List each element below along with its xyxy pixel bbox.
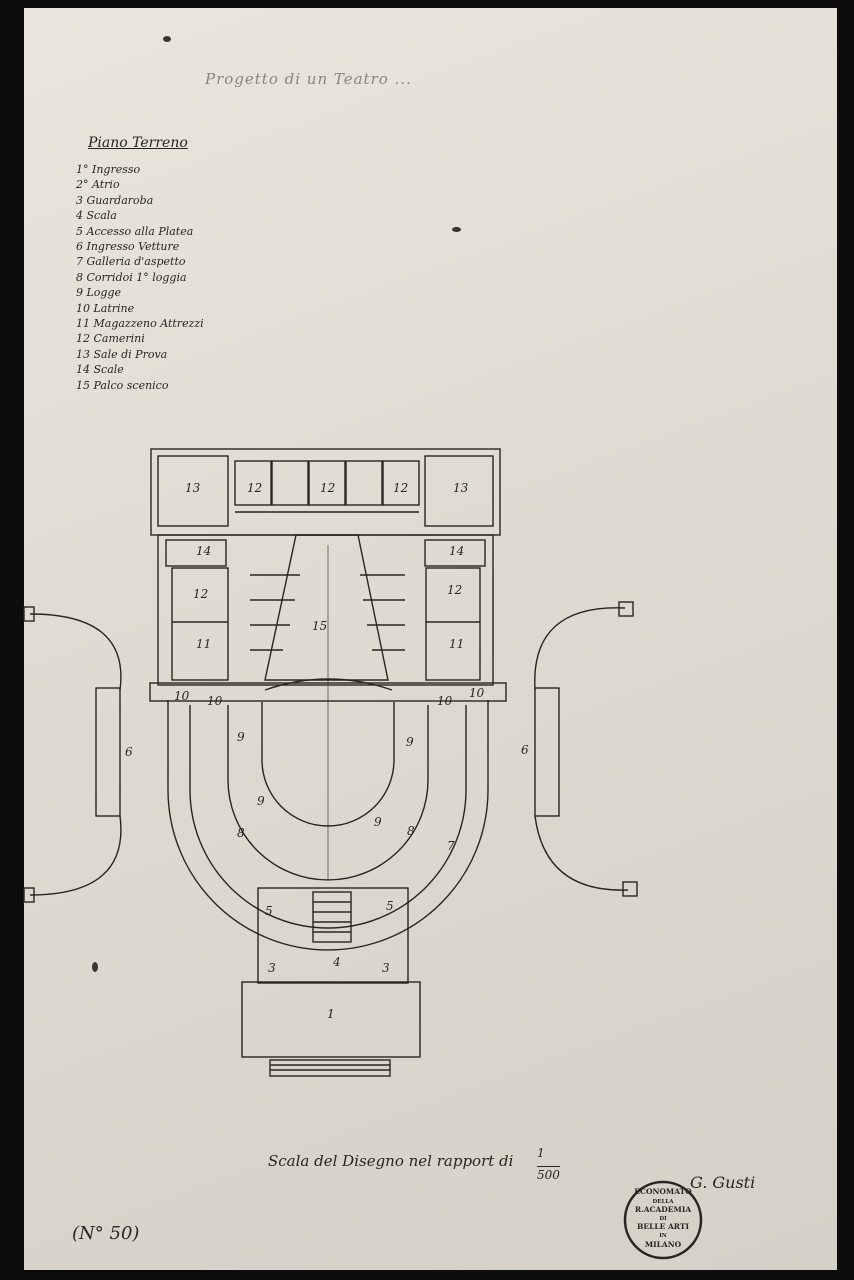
- ink-spot: [452, 227, 461, 232]
- corridor-wall: [189, 705, 467, 929]
- legend-item: 10 Latrine: [76, 301, 135, 315]
- legend-item: 8 Corridoi 1° loggia: [76, 270, 187, 284]
- room-label: 12: [447, 583, 462, 597]
- dressing-room: [234, 460, 272, 506]
- main-stair: [312, 891, 352, 943]
- stamp-text: DELLA: [653, 1199, 675, 1205]
- legend-item: 1° Ingresso: [76, 163, 141, 176]
- legend-item: 15 Palco scenico: [76, 378, 169, 392]
- room-label: 10: [174, 689, 190, 703]
- room-label: 9: [374, 815, 382, 829]
- room-label: 8: [237, 826, 245, 840]
- dressing-room: [308, 460, 346, 506]
- room-label: 4: [332, 955, 341, 969]
- room-label: 10: [437, 694, 453, 708]
- room-13-left: [157, 455, 229, 527]
- dressing-room: [382, 460, 420, 506]
- sheet-number: (N° 50): [72, 1223, 140, 1244]
- room-label: 6: [125, 745, 133, 759]
- room-label: 13: [185, 481, 201, 495]
- legend-item: 3 Guardaroba: [76, 193, 154, 207]
- room-13-right: [424, 455, 494, 527]
- scale-caption: Scala del Disegno nel rapport di: [268, 1152, 514, 1170]
- room-label: 3: [382, 961, 390, 975]
- drawing-sheet: [24, 8, 837, 1270]
- legend-heading: Piano Terreno: [88, 135, 188, 151]
- room-label: 10: [207, 694, 223, 708]
- stamp-text: DI: [659, 1216, 667, 1222]
- legend-list: 1° Ingresso 2° Atrio 3 Guardaroba 4 Scal…: [76, 162, 204, 393]
- legend-item: 6 Ingresso Vetture: [76, 240, 180, 254]
- room-label: 11: [196, 637, 211, 651]
- legend-item: 13 Sale di Prova: [76, 347, 168, 361]
- auditorium-outer-wall: [167, 700, 489, 951]
- atrium-block: [257, 887, 409, 984]
- stamp-text: R.ACADEMIA: [635, 1205, 691, 1214]
- stamp-text: BELLE ARTI: [637, 1222, 689, 1231]
- room-label: 12: [247, 481, 262, 495]
- gate-pier: [23, 606, 35, 622]
- legend-item: 4 Scala: [76, 209, 117, 223]
- stamp-text: IN: [659, 1233, 667, 1239]
- room-label: 12: [193, 587, 208, 601]
- right-wing-rooms: [425, 567, 481, 681]
- driveway-arc: [29, 613, 122, 691]
- room-label: 9: [406, 735, 414, 749]
- room-label: 8: [407, 824, 415, 838]
- room-label: 7: [447, 839, 455, 853]
- stage-floor: [264, 534, 389, 681]
- legend-item: 5 Accesso alla Platea: [76, 224, 194, 238]
- legend-item: 12 Camerini: [76, 332, 145, 346]
- legend-item: 11 Magazzeno Attrezzi: [76, 317, 204, 331]
- room-label: 9: [237, 730, 245, 744]
- vestibule: [241, 981, 421, 1058]
- room-label: 14: [449, 544, 464, 558]
- carriage-entrance-left: [95, 687, 121, 817]
- legend-item: 14 Scale: [76, 363, 124, 377]
- driveway-arc: [534, 815, 629, 891]
- legend-item: 9 Logge: [76, 286, 122, 300]
- carriage-entrance-right: [534, 687, 560, 817]
- drawing-title: Progetto di un Teatro ...: [205, 70, 412, 88]
- scale-numerator: 1: [537, 1146, 545, 1160]
- dressing-room: [345, 460, 383, 506]
- driveway-arc: [534, 607, 626, 691]
- room-label: 10: [469, 686, 485, 700]
- left-wing-rooms: [171, 567, 229, 681]
- stamp-ring: [623, 1180, 703, 1260]
- gate-pier: [618, 601, 634, 617]
- stamp-text: ECONOMATO: [634, 1187, 692, 1196]
- room-label: 12: [320, 481, 335, 495]
- gate-pier: [23, 887, 35, 903]
- entrance-steps: [269, 1059, 391, 1077]
- room-label: 6: [521, 743, 529, 757]
- academy-stamp: ECONOMATO DELLA R.ACADEMIA DI BELLE ARTI…: [623, 1180, 703, 1260]
- ink-spot: [163, 36, 171, 42]
- room-label: 14: [196, 544, 211, 558]
- room-label: 1: [327, 1007, 335, 1021]
- legend-item: 2° Atrio: [76, 178, 120, 192]
- legend-item: 7 Galleria d'aspetto: [76, 255, 186, 269]
- room-label: 11: [449, 637, 464, 651]
- room-label: 5: [386, 899, 394, 913]
- room-label: 12: [393, 481, 408, 495]
- gate-pier: [622, 881, 638, 897]
- driveway-arc: [29, 815, 122, 896]
- scale-denominator: 500: [537, 1166, 560, 1182]
- stair-left: [165, 539, 227, 567]
- room-label: 9: [257, 794, 265, 808]
- ink-spot: [92, 962, 98, 972]
- stair-right: [424, 539, 486, 567]
- room-label: 13: [453, 481, 469, 495]
- room-label: 5: [265, 904, 273, 918]
- dressing-room: [271, 460, 309, 506]
- stamp-text: MILANO: [645, 1240, 682, 1249]
- signature: G. Gusti: [690, 1173, 756, 1192]
- room-label: 3: [268, 961, 276, 975]
- room-label: 15: [312, 619, 327, 633]
